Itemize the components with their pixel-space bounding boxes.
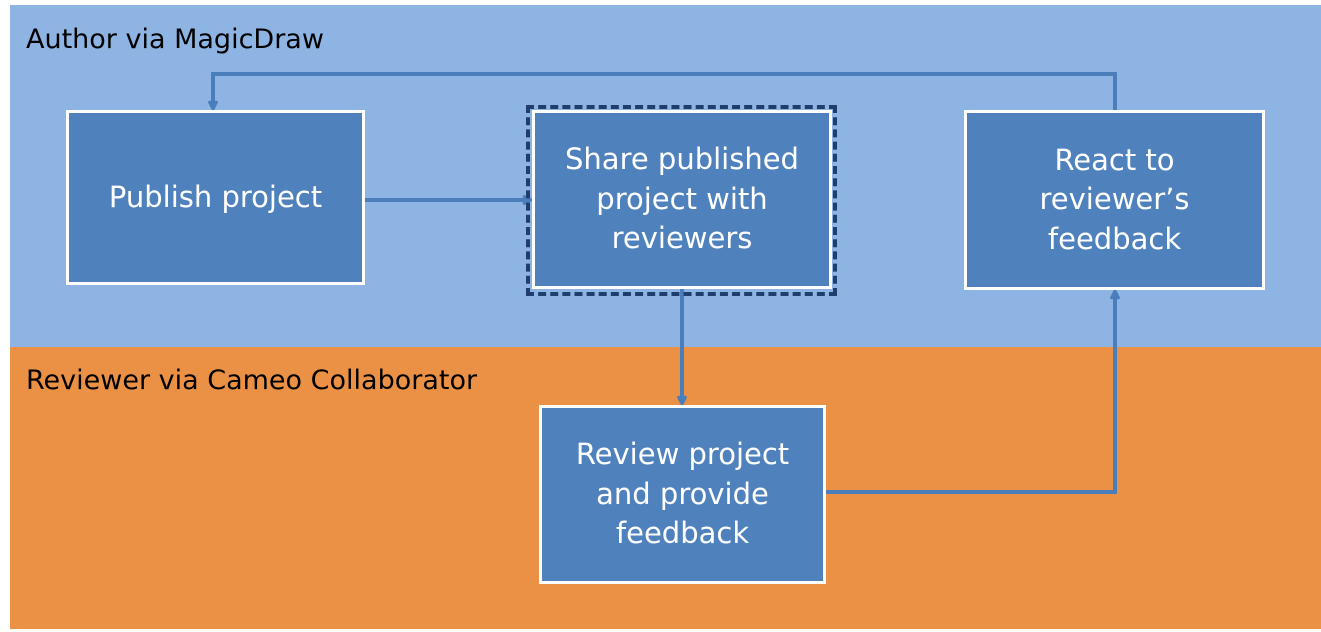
step-share-project-line-2: project with: [596, 181, 768, 216]
step-publish-project: Publish project: [66, 110, 365, 285]
step-react-to-feedback: React to reviewer’s feedback: [964, 110, 1265, 290]
step-share-project: Share published project with reviewers: [532, 110, 832, 289]
step-review-project-line-2: and provide: [596, 476, 769, 511]
step-react-to-feedback-line-3: feedback: [1047, 221, 1182, 256]
highlight-dashed-outline: [526, 105, 837, 296]
step-review-project-line-1: Review project: [575, 437, 790, 472]
step-review-project: Review project and provide feedback: [539, 405, 826, 584]
swimlane-reviewer-title: Reviewer via Cameo Collaborator: [26, 365, 478, 396]
step-review-project-line-3: feedback: [615, 516, 750, 551]
step-react-to-feedback-line-2: reviewer’s: [1039, 182, 1190, 217]
step-share-project-line-3: reviewers: [611, 221, 753, 256]
step-react-to-feedback-line-1: React to: [1054, 142, 1175, 177]
step-share-project-line-1: Share published: [565, 142, 799, 177]
step-publish-project-line-1: Publish project: [108, 179, 323, 214]
swimlane-author-title: Author via MagicDraw: [26, 24, 324, 55]
